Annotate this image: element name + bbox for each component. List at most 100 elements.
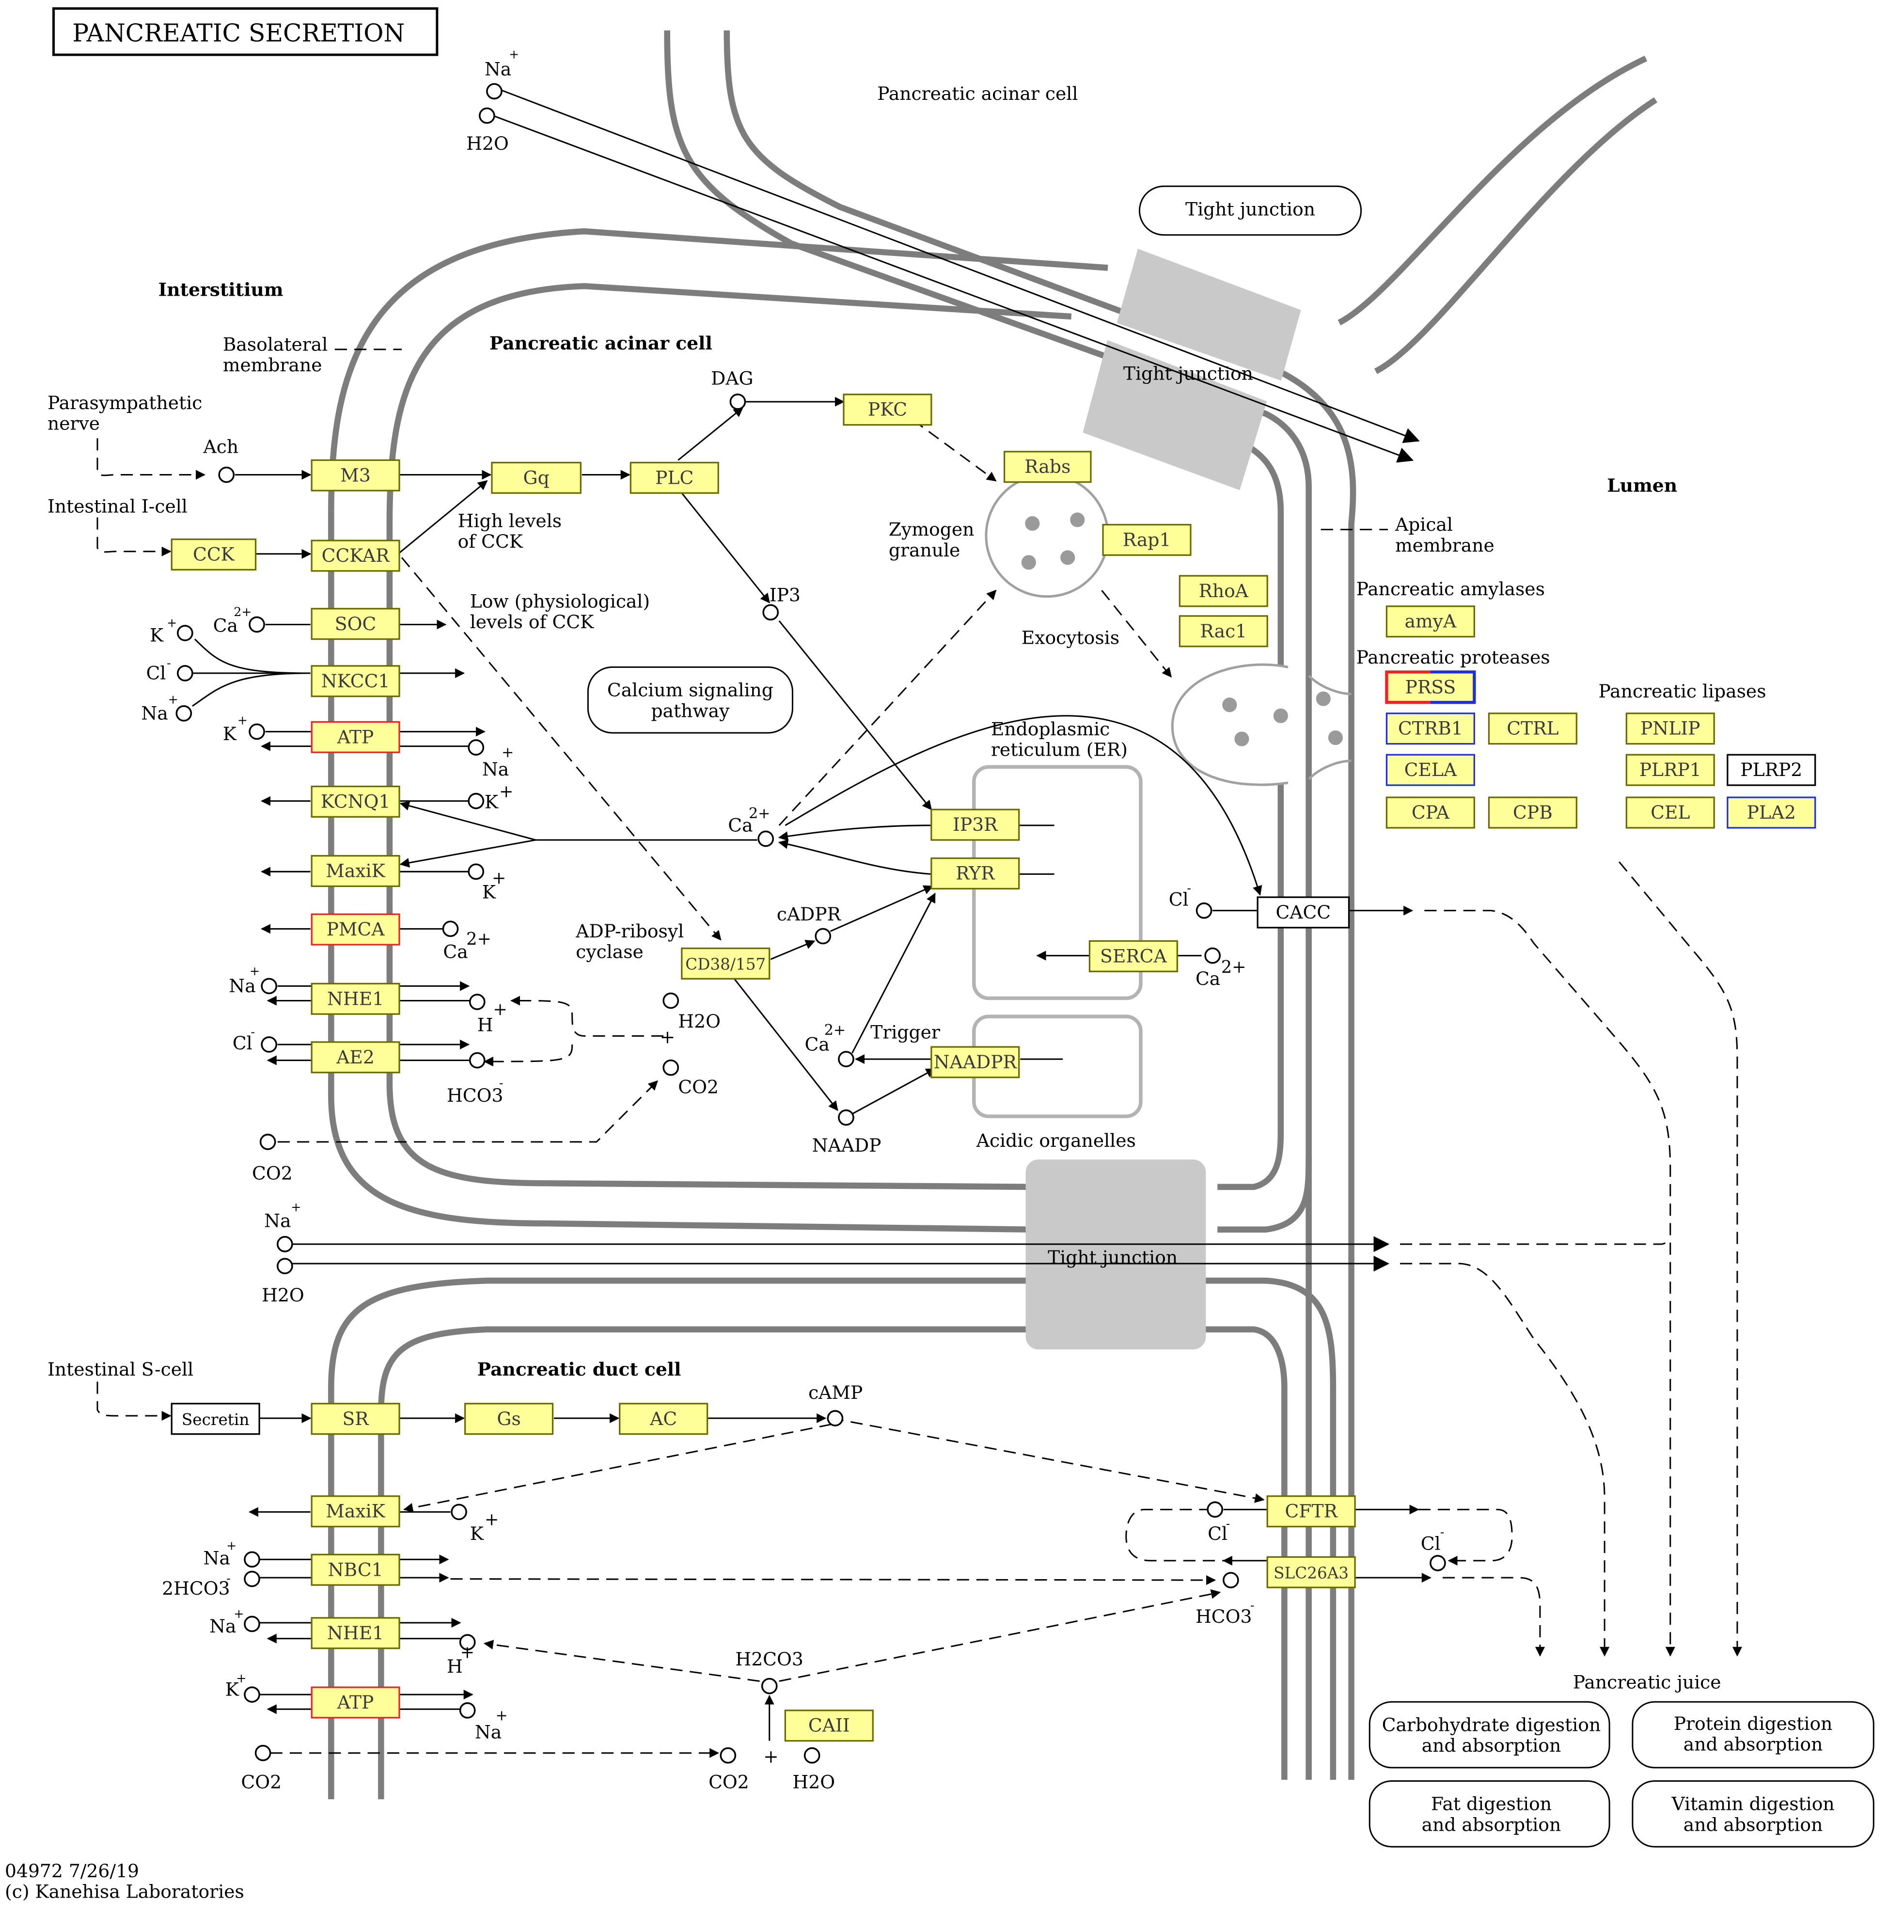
gene-node-box[interactable] [311, 785, 400, 818]
gene-node-pkc[interactable]: PKC [843, 394, 932, 426]
gene-node-box[interactable] [311, 539, 400, 572]
gene-node-box[interactable] [1625, 754, 1715, 786]
gene-node-box[interactable] [311, 1041, 400, 1074]
gene-node-box[interactable] [1266, 1495, 1356, 1528]
gene-node-plrp1[interactable]: PLRP1 [1625, 754, 1715, 786]
gene-node-box[interactable] [930, 808, 1020, 841]
output-vitamin-line1[interactable]: Vitamin digestion [1671, 1793, 1835, 1815]
gene-node-box[interactable] [1257, 896, 1350, 929]
output-carb-line1[interactable]: Carbohydrate digestion [1382, 1714, 1601, 1735]
gene-node-m3[interactable]: M3 [311, 459, 400, 491]
gene-node-box[interactable] [1727, 796, 1816, 829]
gene-node-box[interactable] [930, 857, 1020, 890]
gene-node-ctrl[interactable]: CTRL [1488, 713, 1577, 745]
gene-node-ac[interactable]: AC [619, 1403, 708, 1435]
gene-node-caii[interactable]: CAII [784, 1710, 874, 1742]
gene-node-cacc[interactable]: CACC [1257, 896, 1350, 929]
gene-node-box[interactable] [311, 1495, 400, 1528]
gene-node-cel[interactable]: CEL [1625, 796, 1715, 829]
gene-node-box[interactable] [311, 608, 400, 640]
gene-node-maxik[interactable]: MaxiK [311, 1495, 400, 1528]
gene-node-slc26a3[interactable]: SLC26A3 [1266, 1556, 1356, 1588]
gene-node-amya[interactable]: amyA [1385, 605, 1475, 638]
gene-node-plc[interactable]: PLC [629, 461, 719, 494]
gene-node-box[interactable] [311, 982, 400, 1015]
gene-node-box[interactable] [311, 1403, 400, 1435]
gene-node-atp[interactable]: ATP [311, 721, 400, 753]
gene-node-serca[interactable]: SERCA [1088, 940, 1178, 972]
gene-node-box[interactable] [1625, 713, 1715, 745]
calcium-pathway-label-1[interactable]: Calcium signaling [607, 680, 773, 701]
gene-node-naadpr[interactable]: NAADPR [930, 1046, 1020, 1078]
gene-node-box[interactable] [311, 459, 400, 491]
gene-node-rap1[interactable]: Rap1 [1102, 523, 1192, 556]
gene-node-nhe1[interactable]: NHE1 [311, 982, 400, 1015]
calcium-pathway-label-2[interactable]: pathway [651, 700, 730, 721]
gene-node-box[interactable] [681, 947, 771, 980]
gene-node-atp[interactable]: ATP [311, 1686, 400, 1719]
gene-node-box[interactable] [843, 394, 932, 426]
gene-node-prss[interactable]: PRSS [1385, 670, 1476, 704]
gene-node-cck[interactable]: CCK [171, 538, 257, 571]
gene-node-box[interactable] [311, 913, 400, 946]
gene-node-box[interactable] [1385, 671, 1475, 703]
gene-node-box[interactable] [311, 1686, 400, 1719]
gene-node-soc[interactable]: SOC [311, 608, 400, 640]
gene-node-box[interactable] [1385, 713, 1475, 745]
gene-node-sr[interactable]: SR [311, 1403, 400, 1435]
output-vitamin-line2[interactable]: and absorption [1684, 1814, 1823, 1835]
gene-node-gs[interactable]: Gs [464, 1403, 554, 1435]
gene-node-cckar[interactable]: CCKAR [311, 539, 400, 572]
gene-node-box[interactable] [1266, 1556, 1356, 1588]
gene-node-ip3r[interactable]: IP3R [930, 808, 1020, 841]
gene-node-maxik[interactable]: MaxiK [311, 855, 400, 887]
gene-node-gq[interactable]: Gq [491, 461, 582, 494]
gene-node-nbc1[interactable]: NBC1 [311, 1553, 400, 1586]
gene-node-box[interactable] [784, 1710, 874, 1742]
gene-node-rac1[interactable]: Rac1 [1179, 615, 1268, 648]
gene-node-cftr[interactable]: CFTR [1266, 1495, 1356, 1528]
gene-node-box[interactable] [1727, 754, 1816, 786]
gene-node-box[interactable] [1385, 605, 1475, 638]
gene-node-plrp2[interactable]: PLRP2 [1727, 754, 1816, 786]
gene-node-box[interactable] [619, 1403, 708, 1435]
gene-node-box[interactable] [1179, 575, 1268, 607]
gene-node-box[interactable] [171, 538, 257, 571]
gene-node-box[interactable] [1385, 796, 1475, 829]
gene-node-ryr[interactable]: RYR [930, 857, 1020, 890]
gene-node-cela[interactable]: CELA [1385, 754, 1475, 786]
gene-node-cpb[interactable]: CPB [1488, 796, 1577, 829]
gene-node-ctrb1[interactable]: CTRB1 [1385, 713, 1475, 745]
gene-node-box[interactable] [1625, 796, 1715, 829]
gene-node-box[interactable] [1488, 713, 1577, 745]
gene-node-cd38-157[interactable]: CD38/157 [681, 947, 771, 980]
gene-node-box[interactable] [311, 1553, 400, 1586]
gene-node-box[interactable] [930, 1046, 1020, 1078]
output-protein-line2[interactable]: and absorption [1684, 1734, 1823, 1755]
gene-node-nkcc1[interactable]: NKCC1 [311, 665, 400, 697]
gene-node-box[interactable] [1088, 940, 1178, 972]
gene-node-cpa[interactable]: CPA [1385, 796, 1475, 829]
gene-node-pmca[interactable]: PMCA [311, 913, 400, 946]
gene-node-ae2[interactable]: AE2 [311, 1041, 400, 1074]
gene-node-box[interactable] [1003, 451, 1092, 483]
gene-node-box[interactable] [1102, 523, 1192, 556]
gene-node-box[interactable] [311, 1617, 400, 1649]
gene-node-pnlip[interactable]: PNLIP [1625, 713, 1715, 745]
gene-node-box[interactable] [464, 1403, 554, 1435]
gene-node-kcnq1[interactable]: KCNQ1 [311, 785, 400, 818]
gene-node-secretin[interactable]: Secretin [171, 1403, 260, 1435]
gene-node-box[interactable] [1179, 615, 1268, 648]
gene-node-rabs[interactable]: Rabs [1003, 451, 1092, 483]
gene-node-box[interactable] [491, 461, 582, 494]
output-fat-line1[interactable]: Fat digestion [1431, 1793, 1552, 1815]
gene-node-box[interactable] [311, 665, 400, 697]
gene-node-box[interactable] [171, 1403, 260, 1435]
output-carb-line2[interactable]: and absorption [1422, 1735, 1561, 1756]
gene-node-pla2[interactable]: PLA2 [1727, 796, 1816, 829]
gene-node-rhoa[interactable]: RhoA [1179, 575, 1268, 607]
gene-node-box[interactable] [1385, 754, 1475, 786]
gene-node-box[interactable] [629, 461, 719, 494]
gene-node-nhe1[interactable]: NHE1 [311, 1617, 400, 1649]
gene-node-box[interactable] [311, 855, 400, 887]
